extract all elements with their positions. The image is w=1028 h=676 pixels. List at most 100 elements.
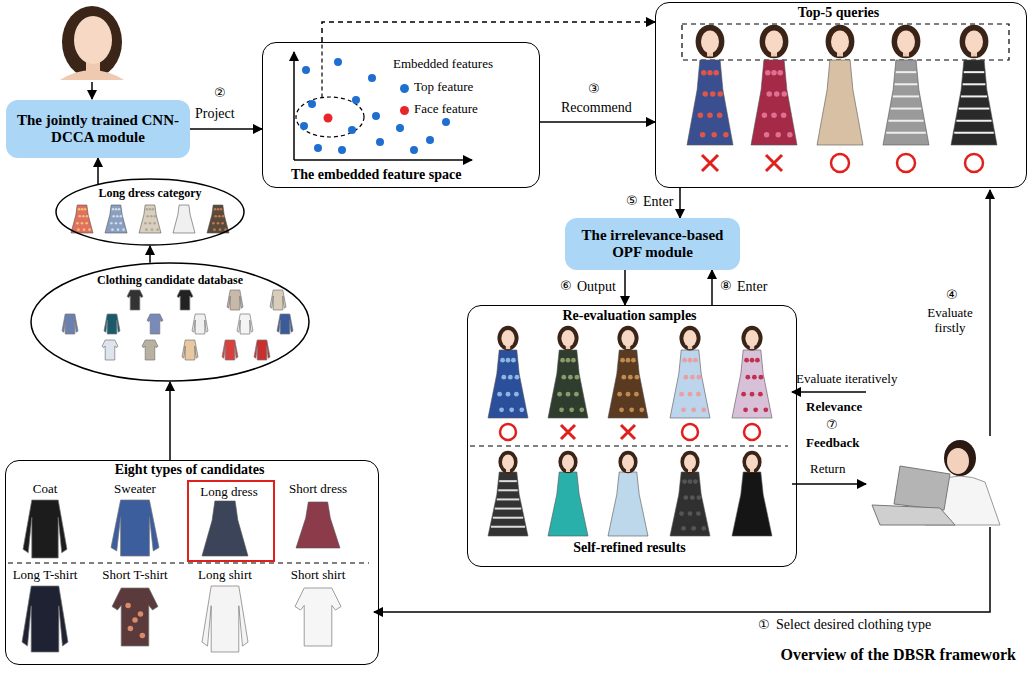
dress-figure	[173, 205, 195, 233]
edge-label: Enter	[642, 194, 674, 210]
face	[621, 330, 634, 347]
dress-pattern	[628, 375, 633, 380]
dress-stripe	[896, 71, 916, 73]
top-figure	[237, 314, 253, 334]
dress-pattern	[701, 407, 706, 412]
user-hair	[944, 440, 976, 476]
dress-pattern	[750, 358, 755, 363]
connector	[97, 158, 99, 184]
dress-pattern	[212, 222, 215, 225]
dress-pattern	[78, 208, 81, 211]
node-title: Long dress category	[55, 187, 245, 201]
dress-pattern	[515, 375, 520, 380]
dress-pattern	[679, 511, 684, 516]
hair	[741, 326, 762, 351]
dress-pattern	[723, 132, 729, 138]
dress-pattern	[557, 392, 562, 397]
database-ellipse: Clothing candidate database	[30, 262, 316, 382]
dress-stripe	[963, 83, 986, 85]
top-figure	[222, 340, 238, 360]
top-feature-dot	[352, 96, 360, 104]
face	[622, 455, 634, 470]
face	[831, 30, 849, 53]
dress-stripe	[895, 83, 918, 85]
dress-pattern	[631, 358, 636, 363]
legend-text: Top feature	[414, 80, 473, 95]
dress-pattern	[639, 407, 644, 412]
dress-pattern	[506, 358, 511, 363]
top-figure	[177, 290, 193, 310]
dress-pattern	[697, 375, 702, 380]
hair	[618, 451, 637, 473]
top-figure	[254, 340, 270, 360]
module-box: The jointly trained CNN-DCCA module	[6, 100, 190, 158]
face	[562, 455, 574, 470]
circle-mark	[744, 424, 760, 440]
dress-pattern	[145, 228, 148, 231]
dress-pattern	[710, 91, 716, 97]
dress-pattern	[764, 132, 770, 138]
dress-figure	[687, 60, 733, 145]
dress-pattern	[691, 407, 696, 412]
dress-pattern	[115, 208, 118, 211]
top-figure	[182, 340, 198, 360]
dress-stripe	[964, 71, 984, 73]
dress-figure	[670, 350, 710, 418]
dress-stripe	[495, 508, 521, 510]
dress-pattern	[214, 215, 217, 218]
callout-number: ⑧	[720, 279, 732, 294]
connector	[540, 121, 655, 123]
axis-line	[293, 52, 295, 160]
top-pattern	[140, 633, 146, 639]
hair	[696, 25, 725, 59]
dress-pattern	[152, 208, 155, 211]
top-feature-dot	[372, 112, 380, 120]
dress-pattern	[81, 222, 84, 225]
dress-pattern	[753, 407, 758, 412]
dress-pattern	[775, 132, 781, 138]
dress-pattern	[683, 495, 688, 500]
circle-mark	[965, 154, 983, 172]
dress-pattern	[766, 91, 772, 97]
hair	[826, 25, 855, 59]
dashed-frame	[682, 24, 1009, 60]
note-label: Relevance	[806, 400, 862, 415]
dress-pattern	[221, 222, 224, 225]
hair	[498, 451, 517, 473]
face	[561, 330, 574, 347]
hair	[960, 25, 989, 59]
dress-figure	[207, 205, 229, 233]
dress-figure	[670, 472, 710, 536]
dress-figure	[105, 205, 127, 233]
top-figure	[112, 588, 158, 646]
top-figure	[111, 500, 159, 556]
hair	[680, 451, 699, 473]
dress-pattern	[635, 375, 640, 380]
dress-pattern	[499, 407, 504, 412]
top-feature-dot	[426, 136, 434, 144]
evaluate-arrow	[989, 190, 991, 436]
dress-figure	[817, 60, 863, 145]
dress-pattern	[120, 215, 123, 218]
top-feature-dot	[396, 124, 404, 132]
top-feature-dot	[308, 100, 316, 108]
dress-stripe	[493, 517, 523, 519]
hair	[558, 451, 577, 473]
top-figure	[104, 314, 120, 334]
dress-pattern	[146, 208, 149, 211]
dress-pattern	[571, 358, 576, 363]
dress-pattern	[78, 215, 81, 218]
dress-stripe	[886, 132, 926, 134]
legend-swatch	[400, 106, 409, 115]
dress-pattern	[745, 375, 750, 380]
dress-stripe	[498, 489, 518, 491]
cross-mark	[766, 155, 782, 171]
note-label: Evaluate iteratively	[796, 372, 897, 387]
dress-pattern	[497, 392, 502, 397]
dress-pattern	[509, 407, 514, 412]
dress-pattern	[88, 228, 91, 231]
connector	[322, 22, 655, 42]
note-label: Feedback	[806, 436, 859, 451]
dress-stripe	[893, 95, 919, 97]
node-title: The irrelevance-based OPF module	[565, 223, 740, 266]
